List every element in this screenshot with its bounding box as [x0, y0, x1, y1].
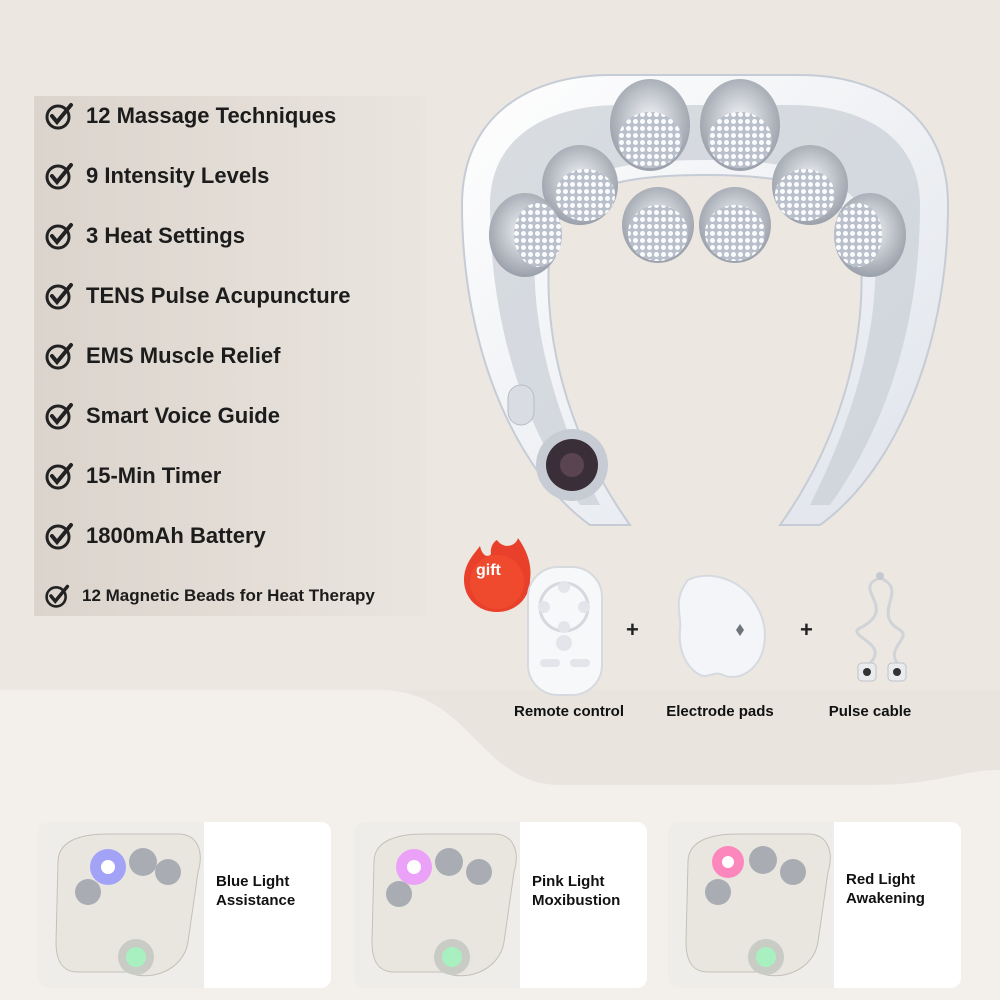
check-circle-icon [45, 343, 73, 370]
feature-text: 15-Min Timer [86, 463, 222, 488]
neck-massager-image [460, 74, 950, 526]
feature-item: EMS Muscle Relief [44, 336, 280, 376]
feature-item: 3 Heat Settings [44, 216, 245, 256]
feature-item: 12 Magnetic Beads for Heat Therapy [44, 576, 375, 616]
accessory-label: Electrode pads [666, 703, 774, 720]
feature-item: 15-Min Timer [44, 456, 221, 496]
check-circle-icon [45, 283, 73, 310]
plus-sign: + [626, 617, 639, 642]
pink-light-massager-image [354, 822, 520, 988]
light-mode-title: Pink Light [532, 873, 605, 890]
check-circle-icon [45, 223, 73, 250]
feature-text: TENS Pulse Acupuncture [86, 283, 351, 308]
feature-text: 1800mAh Battery [86, 523, 266, 548]
feature-item: 1800mAh Battery [44, 516, 266, 556]
check-circle-icon [45, 103, 73, 130]
feature-text: 12 Magnetic Beads for Heat Therapy [82, 586, 375, 605]
feature-item: 12 Massage Techniques [44, 96, 336, 136]
light-mode-title: Red Light [846, 871, 916, 888]
check-circle-icon [45, 463, 73, 490]
feature-text: EMS Muscle Relief [86, 343, 281, 368]
light-mode-subtitle: Assistance [216, 892, 296, 909]
light-mode-subtitle: Moxibustion [532, 892, 621, 909]
feature-text: 9 Intensity Levels [86, 163, 270, 188]
light-mode-subtitle: Awakening [846, 890, 925, 907]
light-mode-title: Blue Light [216, 873, 290, 890]
feature-background-panel [34, 96, 426, 616]
light-mode-card: Pink Light Moxibustion [354, 822, 647, 988]
red-light-massager-image [668, 822, 834, 988]
check-circle-icon [45, 163, 73, 190]
remote-control-image [527, 566, 603, 696]
feature-item: TENS Pulse Acupuncture [44, 276, 350, 316]
plus-sign: + [800, 617, 813, 642]
check-circle-icon [45, 584, 70, 608]
check-circle-icon [45, 403, 73, 430]
accessory-label: Remote control [513, 703, 624, 720]
feature-text: 12 Massage Techniques [86, 103, 337, 128]
electrode-pad-image [677, 574, 766, 678]
light-mode-card: Red Light Awakening [668, 822, 961, 988]
light-mode-card: Blue Light Assistance [38, 822, 331, 988]
feature-item: 9 Intensity Levels [44, 156, 269, 196]
feature-text: Smart Voice Guide [86, 403, 280, 428]
gift-flame-icon [464, 538, 531, 612]
feature-text: 3 Heat Settings [86, 223, 245, 248]
accessory-label: Pulse cable [828, 703, 912, 720]
feature-item: Smart Voice Guide [44, 396, 280, 436]
blue-light-massager-image [38, 822, 204, 988]
pulse-cable-image [855, 572, 907, 682]
gift-label: gift [476, 562, 501, 579]
check-circle-icon [45, 523, 73, 550]
